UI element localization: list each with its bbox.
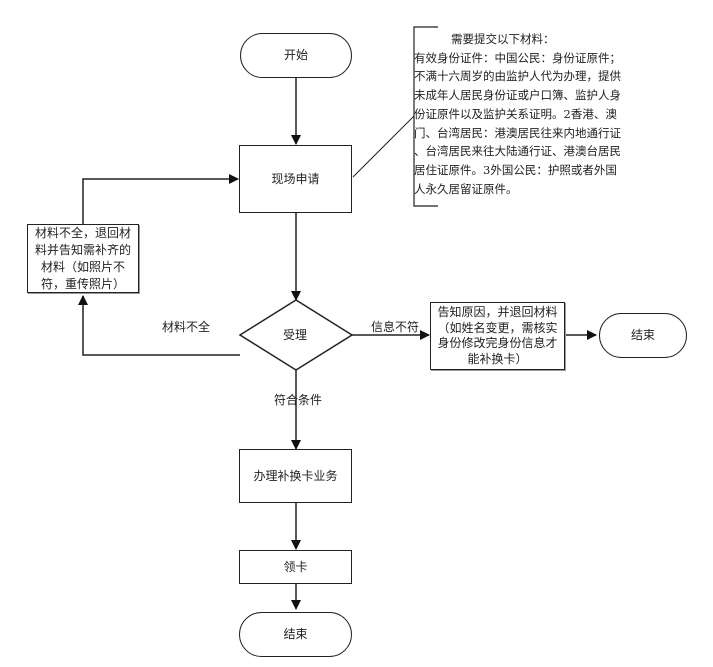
apply-label: 现场申请: [271, 171, 320, 186]
incomplete-box-line: 符，重传照片）: [40, 276, 125, 291]
note-line: 有效身份证件：中国公民：身份证原件；: [414, 50, 621, 65]
required-materials-note: 需要提交以下材料： 有效身份证件：中国公民：身份证原件； 不满十六周岁的由监护人…: [414, 30, 621, 198]
edge-review-incomplete: [78, 295, 240, 356]
incomplete-box-line: 材料（如照片不: [40, 259, 125, 274]
collect-card-box: 领卡: [239, 550, 352, 584]
note-line: 未成年人居民身份证或户口簿、监护人身: [414, 88, 621, 103]
edge-label-qualified: 符合条件: [274, 393, 323, 407]
incomplete-box-line: 材料不全，退回材: [34, 225, 131, 240]
incomplete-box-line: 料并告知需补齐的: [34, 242, 131, 257]
note-line: 人永久居留证原件。: [414, 181, 518, 196]
note-line: 门、台湾居民：港澳居民往来内地通行证: [414, 125, 621, 140]
annotation-connector: [352, 115, 415, 178]
mismatch-box-line: 告知原因，并退回材料: [437, 305, 558, 319]
start-label: 开始: [283, 48, 308, 62]
note-heading: 需要提交以下材料：: [451, 32, 555, 46]
review-label: 受理: [283, 328, 308, 342]
incomplete-return-box: 材料不全，退回材 料并告知需补齐的 材料（如照片不 符，重传照片）: [27, 224, 139, 293]
process-replacement-box: 办理补换卡业务: [239, 449, 352, 503]
start-terminal: 开始: [240, 33, 352, 78]
mismatch-box-line: （如姓名变更，需核实: [437, 320, 558, 335]
note-line: 居住证原件。3外国公民：护照或者外国: [414, 162, 617, 177]
note-line: 份证原件以及监护关系证明。2香港、澳: [414, 106, 617, 121]
apply-process-box: 现场申请: [239, 145, 352, 213]
annotation-bracket: [413, 26, 438, 207]
edge-label-mismatch: 信息不符: [371, 320, 420, 334]
review-diamond: [238, 299, 354, 371]
mismatch-box-line: 身份修改完身份信息才: [437, 336, 558, 350]
end-bottom-label: 结束: [283, 627, 308, 641]
note-line: 、台湾居民来往大陆通行证、港澳台居民: [414, 144, 621, 159]
collect-label: 领卡: [283, 559, 308, 574]
end-right-label: 结束: [630, 328, 655, 342]
edge-label-incomplete: 材料不全: [162, 320, 211, 334]
mismatch-box-line: 能补换卡）: [467, 351, 528, 366]
mismatch-return-box: 告知原因，并退回材料 （如姓名变更，需核实 身份修改完身份信息才 能补换卡）: [430, 302, 565, 370]
end-terminal-bottom: 结束: [239, 612, 352, 657]
edge-incomplete-to-apply: [82, 174, 239, 224]
end-terminal-right: 结束: [599, 313, 687, 358]
process-label: 办理补换卡业务: [253, 468, 338, 483]
note-line: 不满十六周岁的由监护人代为办理，提供: [414, 69, 621, 84]
